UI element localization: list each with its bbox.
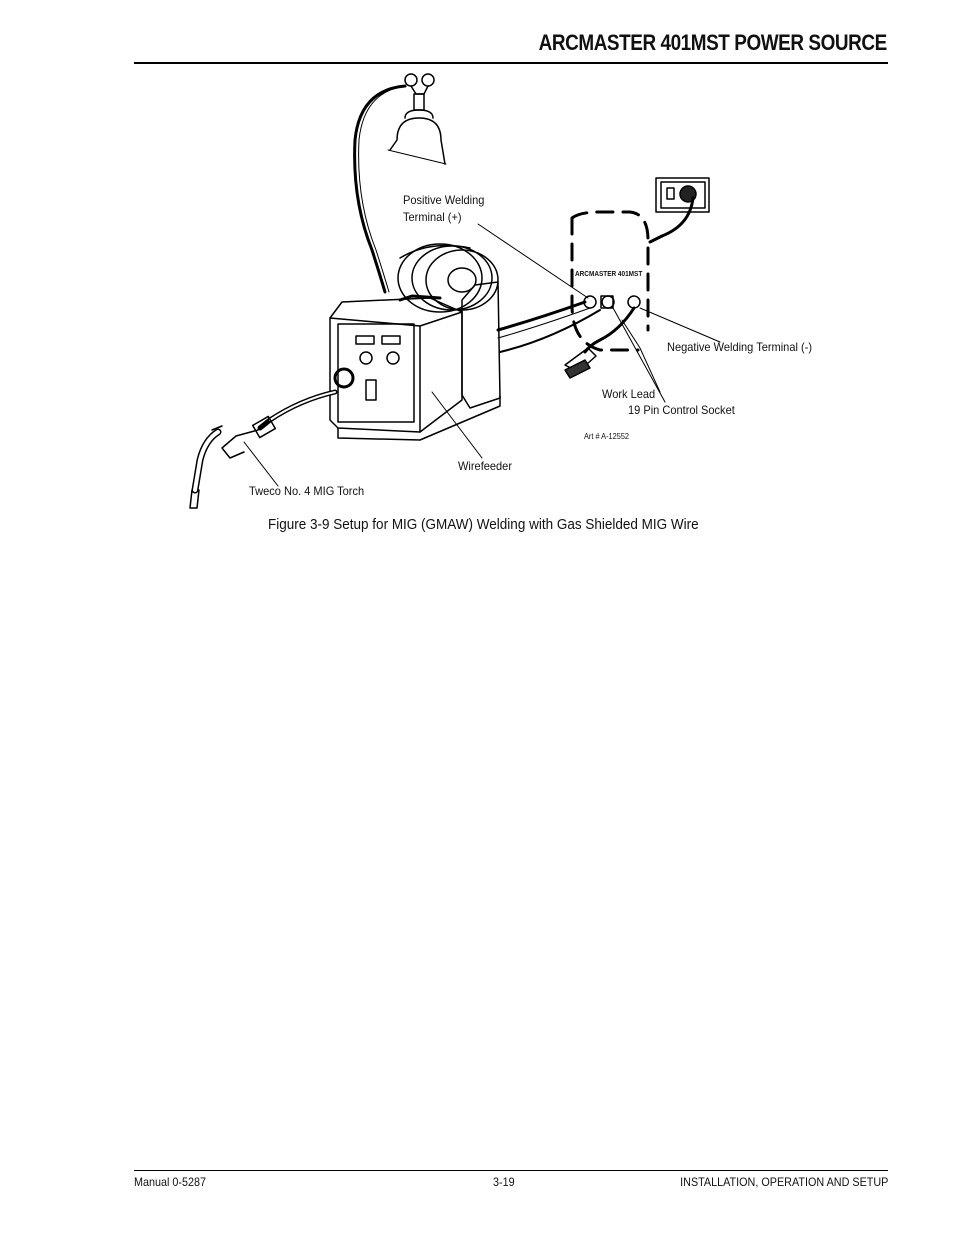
- leader-work-lead: [621, 319, 661, 393]
- label-power-source-brand: ARCMASTER 401MST: [575, 271, 643, 278]
- footer-section-title: INSTALLATION, OPERATION AND SETUP: [679, 1175, 888, 1189]
- wire-spool-icon: [397, 243, 499, 313]
- footer-page-number: 3-19: [493, 1175, 515, 1189]
- art-number: Art # A-12552: [584, 432, 630, 441]
- label-positive-terminal: Positive Welding Terminal (+): [403, 193, 485, 224]
- leader-negative: [639, 307, 721, 343]
- figure-caption: Figure 3-9 Setup for MIG (GMAW) Welding …: [268, 516, 699, 533]
- power-cord: [648, 196, 695, 244]
- control-socket: [600, 295, 614, 309]
- label-control-socket: 19 Pin Control Socket: [628, 403, 735, 417]
- wirefeeder-unit: [329, 294, 501, 441]
- setup-figure: Positive Welding Terminal (+) ARCMASTER …: [180, 66, 860, 516]
- label-wirefeeder: Wirefeeder: [458, 459, 512, 473]
- footer-manual-number: Manual 0-5287: [134, 1175, 207, 1189]
- leader-control-socket: [611, 305, 666, 403]
- label-work-lead: Work Lead: [602, 387, 656, 401]
- gas-cylinder-icon: [387, 73, 447, 165]
- leader-wirefeeder: [431, 391, 483, 459]
- work-clamp-icon: [564, 347, 597, 379]
- knob-left-icon: [359, 351, 373, 365]
- footer-divider: [134, 1170, 888, 1171]
- leader-positive: [477, 223, 589, 299]
- page-title: ARCMASTER 401MST POWER SOURCE: [538, 30, 888, 55]
- mig-torch-icon: [189, 389, 338, 509]
- mig-setup-illustration: [189, 73, 721, 509]
- label-torch: Tweco No. 4 MIG Torch: [249, 484, 365, 498]
- label-negative-terminal: Negative Welding Terminal (-): [667, 340, 813, 354]
- gas-hose: [353, 84, 407, 294]
- interconnect-cable: [496, 300, 587, 332]
- power-outlet-icon: [655, 177, 710, 213]
- knob-right-icon: [386, 351, 400, 365]
- negative-terminal: [627, 295, 641, 309]
- header-divider: [134, 62, 888, 64]
- leader-torch: [243, 441, 279, 487]
